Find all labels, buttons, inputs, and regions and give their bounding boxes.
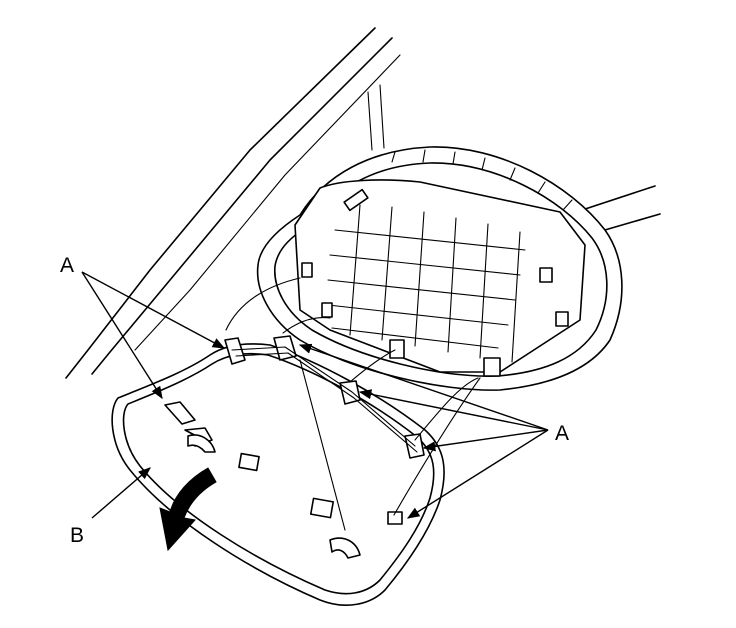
housing-slot — [301, 262, 313, 278]
cover-pad — [238, 452, 260, 472]
leader-b — [91, 467, 151, 519]
label-a-left: A — [60, 254, 74, 277]
housing-grid — [327, 204, 526, 363]
housing-slot — [343, 188, 369, 212]
guide-lines — [225, 277, 481, 531]
housing-slot — [389, 339, 405, 359]
clip-a — [164, 401, 196, 425]
removal-arrow-icon — [159, 467, 217, 552]
housing-ribs — [391, 149, 573, 211]
cover-hook — [329, 537, 361, 559]
cover-pad — [309, 497, 335, 519]
cover-hook — [187, 434, 216, 453]
label-a-right: A — [555, 422, 569, 445]
leaders-a-left — [81, 271, 226, 400]
housing-slot — [539, 267, 553, 283]
clip-a — [224, 337, 246, 365]
housing-slot — [555, 311, 569, 327]
housing-slot — [483, 357, 501, 377]
clips-a — [164, 335, 425, 459]
leaders-a-right — [298, 343, 549, 519]
mirror-cover — [111, 343, 445, 606]
mirror-housing — [256, 146, 623, 391]
housing-slot — [321, 302, 333, 318]
cover-pad — [387, 511, 403, 525]
label-b: B — [70, 524, 84, 547]
